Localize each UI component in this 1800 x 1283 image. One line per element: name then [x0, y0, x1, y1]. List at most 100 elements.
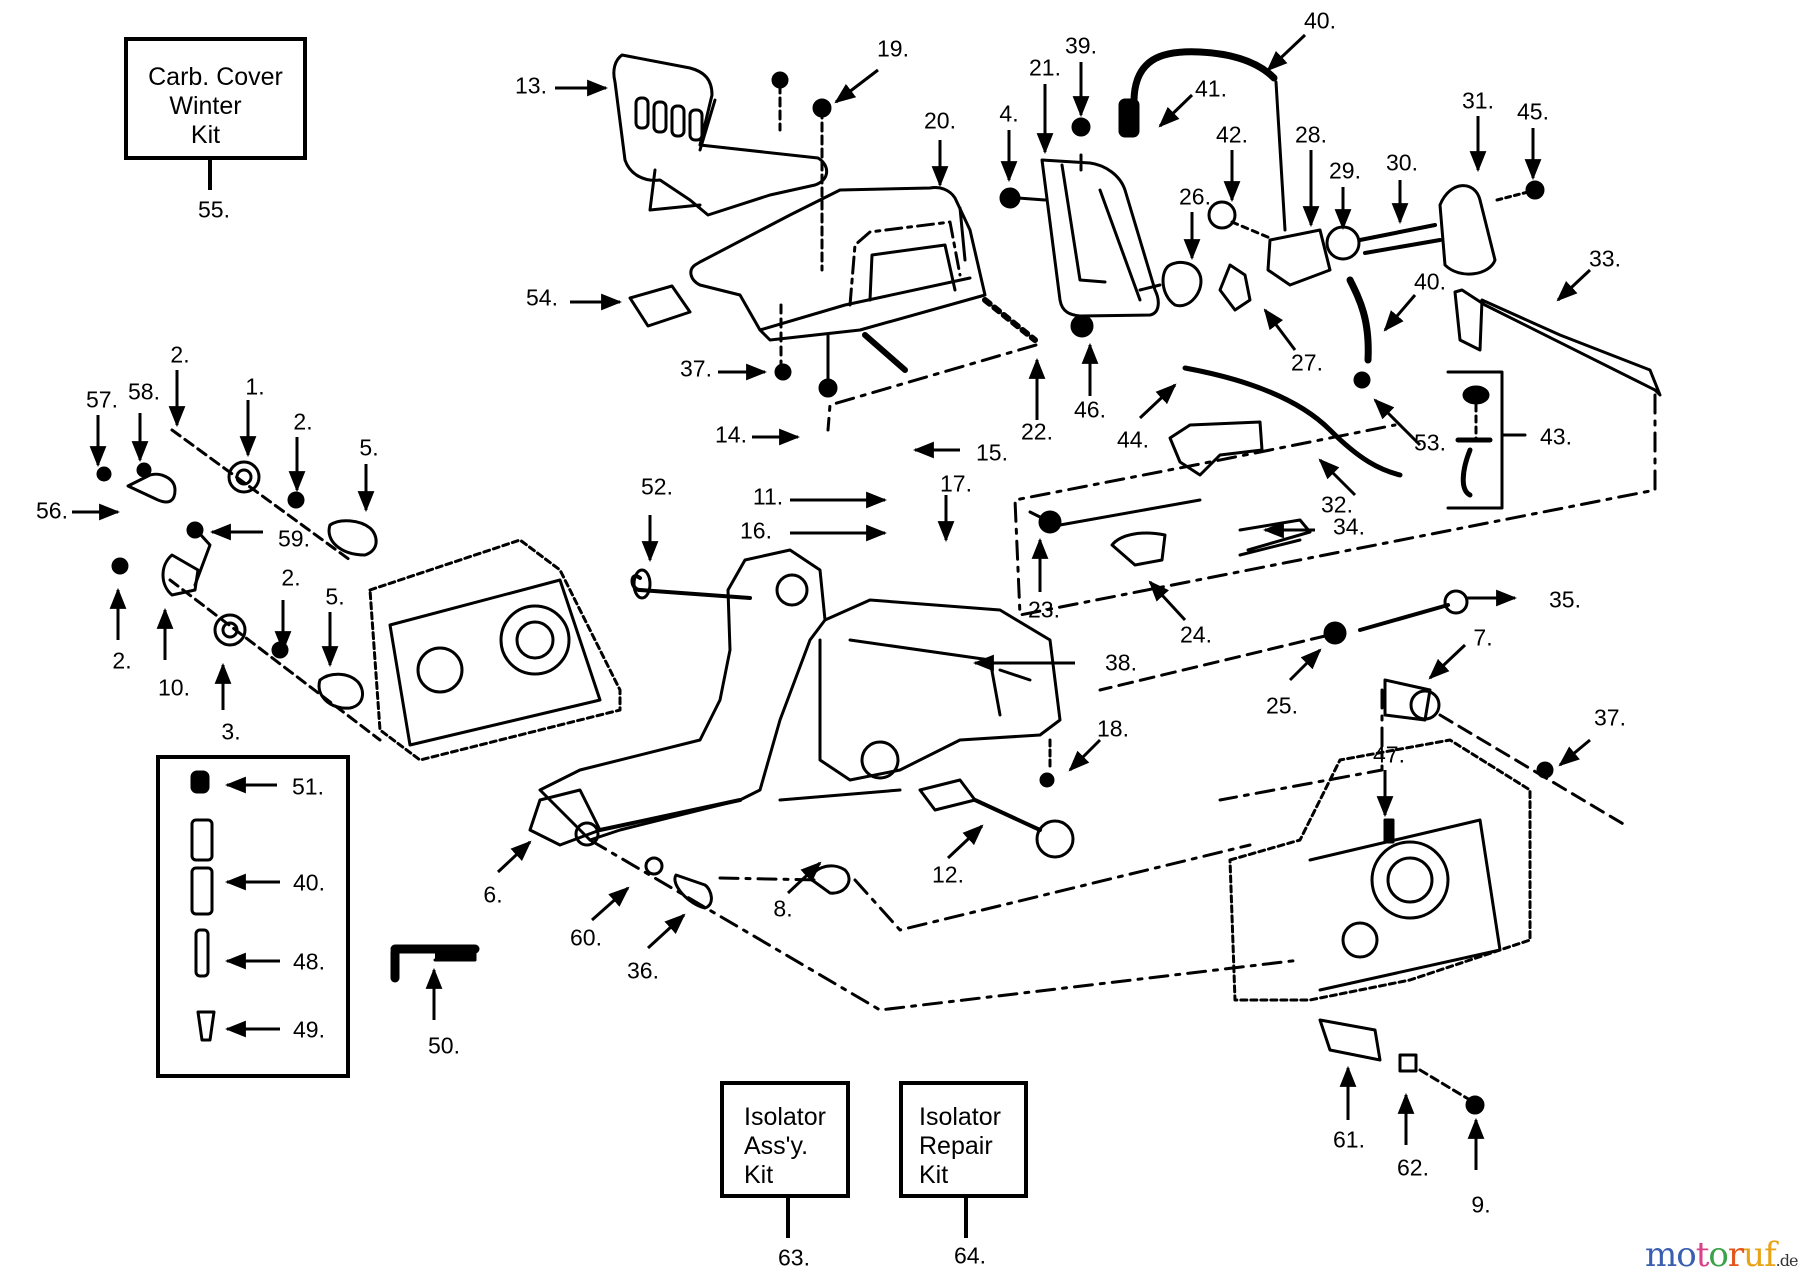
callout-56: 56. [36, 497, 68, 524]
callout-20: 20. [924, 107, 956, 134]
wm-letter: u [1743, 1235, 1765, 1275]
crankcase-right-part [1228, 738, 1532, 1002]
callout-2: 2. [112, 647, 132, 674]
callout-21: 21. [1029, 54, 1061, 81]
kit-line: Winter [169, 91, 242, 120]
callout-5: 5. [325, 583, 345, 610]
callout-4: 4. [999, 100, 1019, 127]
kit-line: Isolator [919, 1103, 1001, 1131]
callout-36: 36. [627, 957, 659, 984]
callout-51: 51. [292, 773, 324, 800]
air-filter-part [612, 53, 829, 217]
callout-46: 46. [1074, 396, 1106, 423]
callout-37: 37. [680, 355, 712, 382]
callout-61: 61. [1333, 1126, 1365, 1153]
callout-25: 25. [1266, 692, 1298, 719]
kit-stem [208, 160, 212, 190]
wm-letter: r [1727, 1235, 1744, 1275]
callout-45: 45. [1517, 98, 1549, 125]
callout-18: 18. [1097, 715, 1129, 742]
callout-15: 15. [976, 439, 1008, 466]
wm-letter: o [1676, 1235, 1697, 1275]
wm-suffix: .de [1775, 1251, 1799, 1270]
wm-letter: t [1695, 1235, 1710, 1275]
callout-9: 9. [1471, 1191, 1491, 1218]
callout-30: 30. [1386, 149, 1418, 176]
callout-54: 54. [526, 284, 558, 311]
callout-2: 2. [281, 564, 301, 591]
callout-44: 44. [1117, 426, 1149, 453]
callout-26: 26. [1179, 183, 1211, 210]
callout-3: 3. [221, 718, 241, 745]
callout-12: 12. [932, 861, 964, 888]
callout-48: 48. [293, 948, 325, 975]
kit-line: Isolator [744, 1103, 826, 1131]
callout-31: 31. [1462, 87, 1494, 114]
callout-39: 39. [1065, 32, 1097, 59]
callout-64: 64. [954, 1242, 986, 1269]
carb-cover-winter-kit-box: Carb. Cover Winter Kit [124, 37, 307, 160]
callout-60: 60. [570, 924, 602, 951]
callout-5: 5. [359, 434, 379, 461]
callout-53: 53. [1414, 429, 1446, 456]
callout-13: 13. [515, 72, 547, 99]
callout-35: 35. [1549, 586, 1581, 613]
isolator-repair-kit-box: Isolator Repair Kit [899, 1081, 1028, 1198]
callout-50: 50. [428, 1032, 460, 1059]
kit-line: Carb. Cover [148, 63, 283, 91]
callout-2: 2. [170, 341, 190, 368]
callout-41: 41. [1195, 75, 1227, 102]
callout-7: 7. [1473, 624, 1493, 651]
callout-29: 29. [1329, 157, 1361, 184]
callout-40: 40. [1304, 7, 1336, 34]
callout-40: 40. [1414, 268, 1446, 295]
kit-line: Kit [190, 120, 221, 149]
callout-28: 28. [1295, 121, 1327, 148]
kit-stem [964, 1198, 968, 1238]
callout-14: 14. [715, 421, 747, 448]
main-housing-part [538, 548, 1062, 842]
handle-guard-part [1040, 158, 1160, 318]
callout-59: 59. [278, 525, 310, 552]
wm-letter: m [1645, 1235, 1677, 1275]
callout-33: 33. [1589, 245, 1621, 272]
callout-49: 49. [293, 1016, 325, 1043]
callout-8: 8. [773, 895, 793, 922]
callout-27: 27. [1291, 349, 1323, 376]
wm-letter: o [1708, 1235, 1729, 1275]
kit-line: Repair [919, 1131, 993, 1160]
callout-40: 40. [293, 869, 325, 896]
crankcase-left-part [368, 538, 622, 762]
callout-24: 24. [1180, 621, 1212, 648]
callout-10: 10. [158, 674, 190, 701]
callout-62: 62. [1397, 1154, 1429, 1181]
wm-letter: f [1764, 1235, 1777, 1275]
callout-42: 42. [1216, 121, 1248, 148]
callout-38: 38. [1105, 649, 1137, 676]
fuel-fittings-box [156, 755, 350, 1078]
callout-17: 17. [940, 470, 972, 497]
callout-6: 6. [483, 881, 503, 908]
callout-11: 11. [752, 483, 784, 510]
callout-34: 34. [1333, 513, 1365, 540]
callout-37: 37. [1594, 704, 1626, 731]
callout-43: 43. [1540, 423, 1572, 450]
kit-line: Kit [919, 1160, 949, 1189]
kit-stem [786, 1198, 790, 1238]
callout-23: 23. [1028, 596, 1060, 623]
callout-19: 19. [877, 35, 909, 62]
callout-47: 47. [1373, 741, 1405, 768]
callout-57: 57. [86, 386, 118, 413]
callout-52: 52. [641, 473, 673, 500]
callout-22: 22. [1021, 418, 1053, 445]
callout-55: 55. [198, 196, 230, 223]
callout-2: 2. [293, 408, 313, 435]
callout-16: 16. [740, 517, 772, 544]
callout-32: 32. [1321, 491, 1353, 518]
isolator-assy-kit-box: Isolator Ass'y. Kit [720, 1081, 850, 1198]
watermark-logo: motoruf.de [1645, 1235, 1799, 1275]
callout-58: 58. [128, 378, 160, 405]
top-cover-part [689, 186, 987, 342]
kit-line: Ass'y. [744, 1131, 809, 1160]
